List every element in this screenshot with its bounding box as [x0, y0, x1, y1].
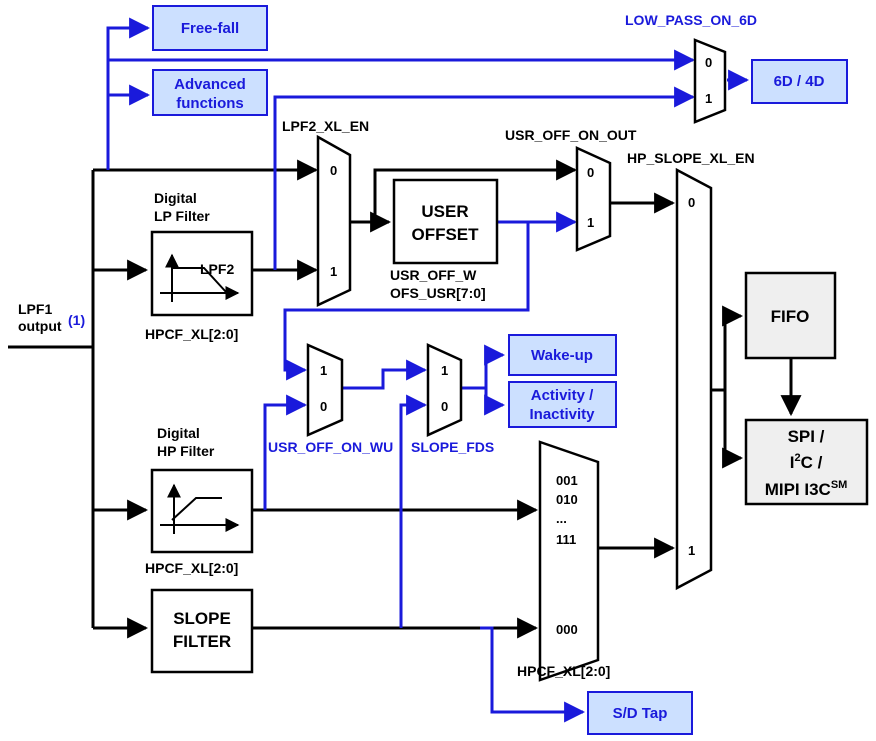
- svg-text:0: 0: [441, 399, 448, 414]
- slope-filter-block: SLOPE FILTER: [150, 588, 254, 674]
- svg-text:0: 0: [330, 163, 337, 178]
- svg-text:Free-fall: Free-fall: [181, 20, 239, 37]
- hp-title-1: Digital: [157, 425, 200, 441]
- usr-off-on-out-label: USR_OFF_ON_OUT: [505, 127, 637, 143]
- svg-text:Advanced: Advanced: [174, 76, 246, 93]
- hp-slope-xl-en-label: HP_SLOPE_XL_EN: [627, 150, 755, 166]
- svg-text:1: 1: [688, 543, 695, 558]
- usr-reg-1: USR_OFF_W: [390, 267, 477, 283]
- svg-text:MIPI I3CSM: MIPI I3CSM: [765, 479, 848, 499]
- lp-filter-block: LPF2: [150, 230, 254, 317]
- fifo-block: FIFO: [744, 271, 837, 360]
- mux-slope-fds: 1 0: [426, 343, 463, 437]
- user-offset-block: USER OFFSET: [392, 178, 499, 265]
- hpcf-label-3: HPCF_XL[2:0]: [517, 663, 610, 679]
- svg-text:0: 0: [688, 195, 695, 210]
- lp-title-2: LP Filter: [154, 208, 210, 224]
- advanced-functions-box: Advanced functions: [152, 69, 268, 116]
- svg-text:0: 0: [705, 55, 712, 70]
- mux-usr-off-on-out: 0 1: [575, 146, 612, 252]
- mux-usr-off-on-wu: 1 0: [306, 343, 344, 437]
- svg-text:SLOPE: SLOPE: [173, 609, 231, 628]
- svg-text:111: 111: [556, 532, 576, 547]
- svg-text:output: output: [18, 318, 62, 334]
- svg-text:OFFSET: OFFSET: [411, 225, 479, 244]
- svg-text:Activity /: Activity /: [531, 387, 594, 404]
- blue-wires: [106, 17, 750, 723]
- hp-filter-icon: [160, 483, 240, 534]
- svg-text:1: 1: [330, 264, 337, 279]
- activity-box: Activity / Inactivity: [508, 381, 617, 428]
- mux-hpcf-select: 001 010 ... 111 000: [538, 440, 600, 682]
- svg-text:0: 0: [587, 165, 594, 180]
- input-label: LPF1 output (1): [18, 301, 85, 334]
- svg-text:functions: functions: [176, 95, 244, 112]
- mux-low-pass-6d: 0 1: [693, 38, 727, 124]
- six-d-box: 6D / 4D: [751, 59, 848, 104]
- sd-tap-box: S/D Tap: [587, 691, 693, 735]
- svg-text:I2C /: I2C /: [790, 452, 823, 472]
- svg-text:001: 001: [556, 473, 578, 488]
- usr-off-on-wu-label: USR_OFF_ON_WU: [268, 439, 393, 455]
- svg-text:6D / 4D: 6D / 4D: [774, 73, 825, 90]
- hpcf-label-2: HPCF_XL[2:0]: [145, 560, 238, 576]
- hp-filter-block: [150, 468, 254, 554]
- hpcf-label-1: HPCF_XL[2:0]: [145, 326, 238, 342]
- spi-block: SPI / I2C / MIPI I3CSM: [744, 418, 869, 506]
- usr-reg-2: OFS_USR[7:0]: [390, 285, 486, 301]
- svg-text:1: 1: [441, 363, 448, 378]
- svg-text:Inactivity: Inactivity: [529, 406, 595, 423]
- mux-hp-slope-xl-en: 0 1: [675, 167, 713, 591]
- mux-lpf2-xl-en: 0 1: [316, 134, 352, 307]
- svg-text:FILTER: FILTER: [173, 632, 231, 651]
- svg-text:0: 0: [320, 399, 327, 414]
- slope-fds-label: SLOPE_FDS: [411, 439, 494, 455]
- svg-text:USER: USER: [421, 202, 468, 221]
- black-wires: [8, 159, 802, 639]
- svg-text:...: ...: [556, 511, 567, 526]
- lpf2-xl-en-label: LPF2_XL_EN: [282, 118, 369, 134]
- svg-text:S/D Tap: S/D Tap: [613, 705, 668, 722]
- svg-text:(1): (1): [68, 312, 85, 328]
- svg-text:1: 1: [320, 363, 327, 378]
- svg-text:1: 1: [587, 215, 594, 230]
- svg-text:SPI /: SPI /: [788, 427, 825, 446]
- low-pass-on-6d-label: LOW_PASS_ON_6D: [625, 12, 757, 28]
- lp-title-1: Digital: [154, 190, 197, 206]
- wake-up-box: Wake-up: [508, 334, 617, 376]
- svg-text:000: 000: [556, 622, 578, 637]
- svg-text:1: 1: [705, 91, 712, 106]
- svg-text:Wake-up: Wake-up: [531, 347, 593, 364]
- svg-text:LPF1: LPF1: [18, 301, 52, 317]
- hp-title-2: HP Filter: [157, 443, 215, 459]
- lp-filter-icon: [160, 253, 240, 302]
- free-fall-box: Free-fall: [152, 5, 268, 51]
- svg-text:FIFO: FIFO: [771, 307, 810, 326]
- svg-text:010: 010: [556, 492, 578, 507]
